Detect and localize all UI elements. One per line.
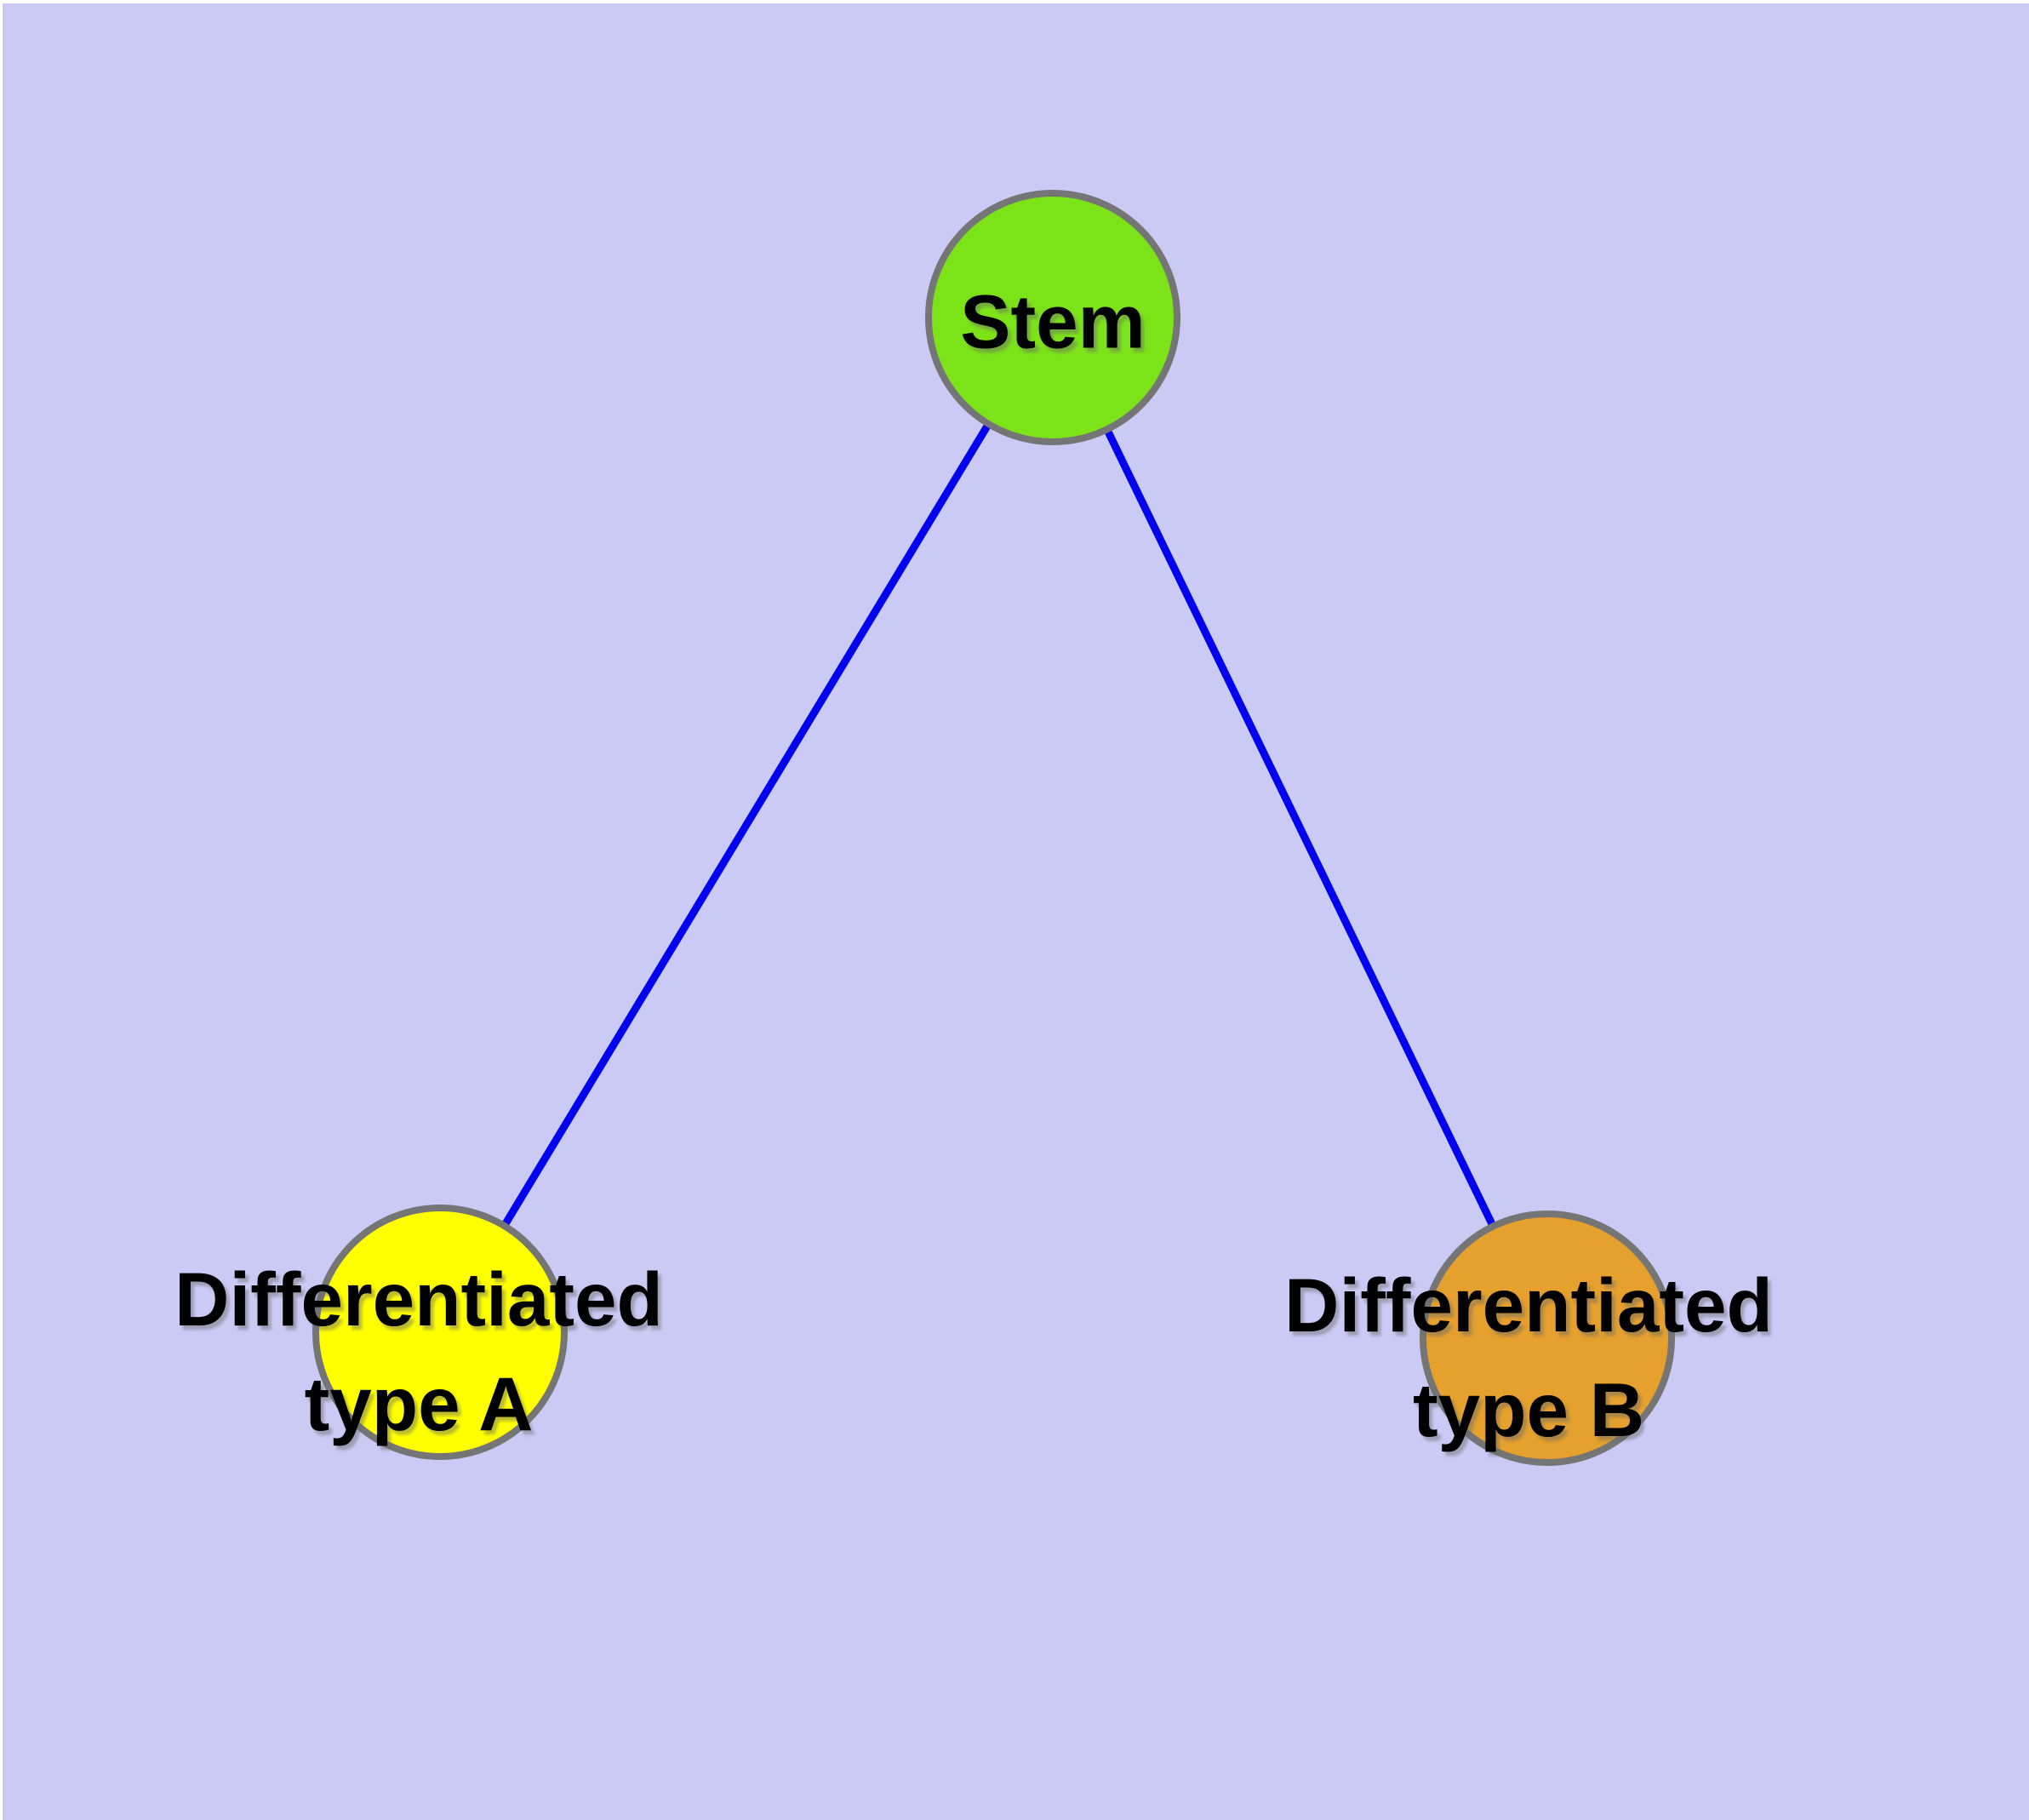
node-label-type-a-line2: type A <box>304 1361 534 1446</box>
edges-layer <box>437 315 1552 1340</box>
node-stem <box>925 190 1180 445</box>
edge-stem-to-type-b <box>1049 316 1552 1340</box>
node-differentiated-type-a <box>312 1205 568 1460</box>
node-label-stem: Stem <box>960 270 1146 375</box>
node-label-type-a-line1: Differentiated <box>174 1256 663 1342</box>
node-label-stem-line1: Stem <box>960 278 1146 364</box>
node-differentiated-type-b <box>1420 1210 1675 1466</box>
node-label-differentiated-type-a: Differentiated type A <box>174 1247 663 1457</box>
node-label-type-b-line1: Differentiated <box>1284 1262 1773 1348</box>
graph-canvas: Stem Differentiated type A Differentiate… <box>3 3 2029 1820</box>
node-label-type-b-line2: type B <box>1412 1367 1644 1452</box>
node-label-differentiated-type-b: Differentiated type B <box>1284 1253 1773 1462</box>
edge-stem-to-type-a <box>437 315 1056 1335</box>
